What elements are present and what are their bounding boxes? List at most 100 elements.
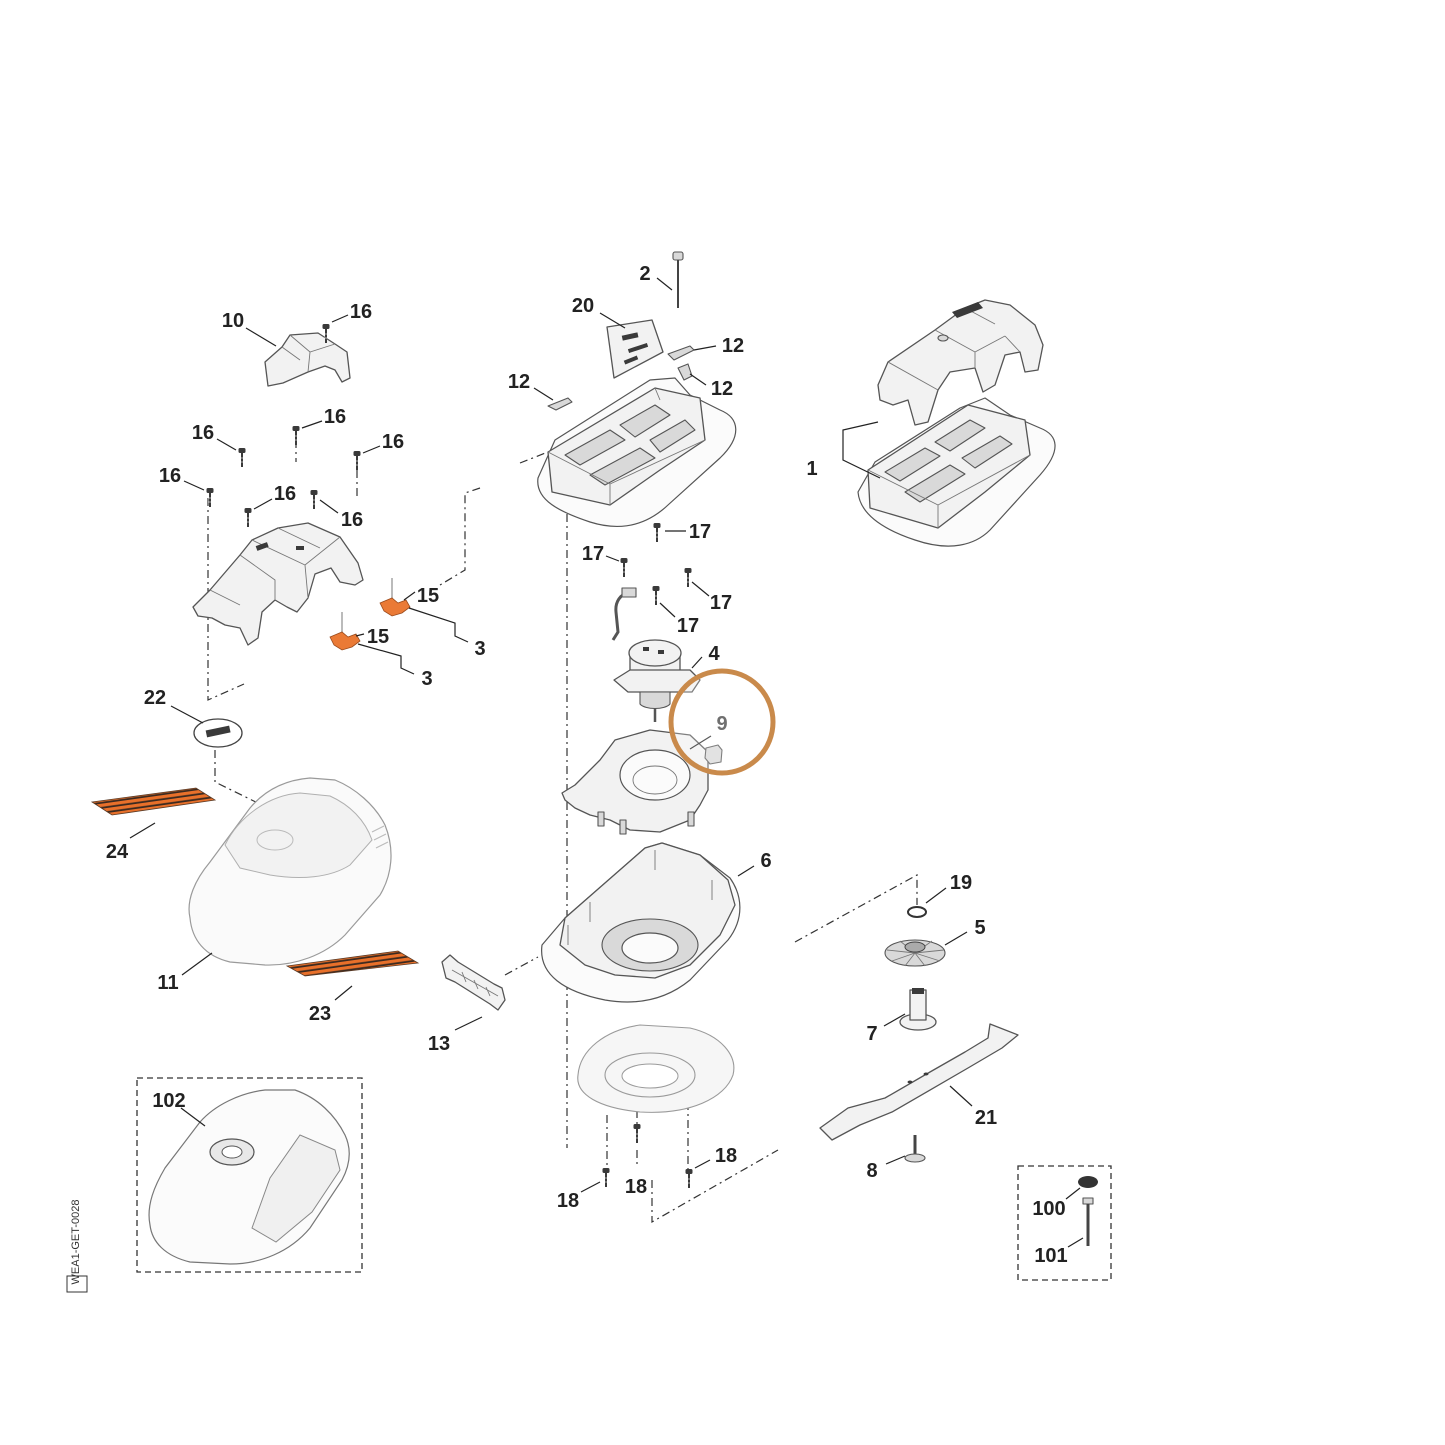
leader	[334, 985, 353, 1001]
part-12-clip	[547, 397, 573, 411]
motor-housing-leg	[619, 819, 627, 835]
axis-line-bracket	[504, 956, 539, 976]
callout-21[interactable]: 21	[975, 1107, 997, 1129]
top-housing	[537, 377, 737, 527]
part-18-screw	[632, 1123, 642, 1144]
callout-16[interactable]: 16	[382, 431, 404, 453]
callout-16[interactable]: 16	[192, 422, 214, 444]
part-16-screw	[291, 425, 301, 446]
callout-12[interactable]: 12	[508, 371, 530, 393]
leader	[599, 312, 626, 329]
callout-20[interactable]: 20	[572, 295, 594, 317]
part-2-pin	[672, 251, 684, 308]
callout-101[interactable]: 101	[1034, 1245, 1067, 1267]
callout-7[interactable]: 7	[866, 1023, 877, 1045]
callout-12[interactable]: 12	[711, 378, 733, 400]
callout-13[interactable]: 13	[428, 1033, 450, 1055]
callout-6[interactable]: 6	[760, 850, 771, 872]
part-5-fan	[884, 939, 946, 967]
leader-part-1	[842, 421, 881, 479]
axis-line-frame	[439, 487, 481, 586]
callout-23[interactable]: 23	[309, 1003, 331, 1025]
part-18-screw	[684, 1168, 694, 1189]
part-16-screw	[237, 447, 247, 468]
panel-marking	[623, 355, 639, 365]
motor-housing	[561, 729, 709, 835]
callout-16[interactable]: 16	[274, 483, 296, 505]
selected-part-highlight-ring[interactable]	[668, 668, 776, 776]
lower-tray-compartment	[961, 435, 1013, 469]
callout-10[interactable]: 10	[222, 310, 244, 332]
frame-detail	[209, 527, 341, 606]
bracket-13-rungs	[451, 969, 499, 997]
leader	[355, 633, 365, 637]
callout-18[interactable]: 18	[715, 1145, 737, 1167]
callout-16[interactable]: 16	[341, 509, 363, 531]
callout-17[interactable]: 17	[582, 543, 604, 565]
leader	[216, 438, 237, 451]
callout-1[interactable]: 1	[806, 458, 817, 480]
bracket-body	[264, 332, 351, 387]
part-16-screw	[309, 489, 319, 510]
wire	[611, 590, 631, 641]
part-10-bracket	[264, 332, 351, 387]
callout-12[interactable]: 12	[722, 335, 744, 357]
callout-18[interactable]: 18	[625, 1176, 647, 1198]
callout-22[interactable]: 22	[144, 687, 166, 709]
axis-line-badge	[214, 750, 269, 809]
callout-17[interactable]: 17	[689, 521, 711, 543]
leader	[253, 498, 273, 510]
part-17-screw	[619, 557, 629, 578]
leader	[737, 865, 755, 877]
callout-102[interactable]: 102	[152, 1090, 185, 1112]
callout-16[interactable]: 16	[324, 406, 346, 428]
callout-100[interactable]: 100	[1032, 1198, 1065, 1220]
part-23-sticker	[285, 950, 420, 977]
leader	[362, 445, 381, 454]
adapter-body	[909, 989, 927, 1021]
upper-cover-hole	[937, 334, 949, 342]
motor-lower-body	[639, 691, 671, 710]
part-100-washer	[1078, 1176, 1098, 1188]
part-16-screw	[352, 450, 362, 471]
leader	[403, 591, 416, 601]
leader	[245, 327, 277, 347]
callout-18[interactable]: 18	[557, 1190, 579, 1212]
callout-2[interactable]: 2	[639, 263, 650, 285]
callout-3[interactable]: 3	[421, 668, 432, 690]
callout-4[interactable]: 4	[708, 643, 720, 665]
part-4-motor	[613, 639, 701, 722]
callout-16[interactable]: 16	[350, 301, 372, 323]
leader	[533, 387, 554, 401]
blade-hole	[907, 1080, 913, 1084]
callout-19[interactable]: 19	[950, 872, 972, 894]
lower-tray-compartment	[904, 464, 966, 503]
callout-15[interactable]: 15	[367, 626, 389, 648]
callout-17[interactable]: 17	[710, 592, 732, 614]
part-15-clip	[379, 578, 411, 617]
upper-cover-logo-strip	[952, 302, 983, 318]
callout-9-highlighted[interactable]: 9	[716, 713, 727, 735]
cover-side-vents	[371, 825, 389, 849]
fan-hub	[904, 941, 926, 953]
part-9-component	[704, 744, 723, 765]
clip-body	[379, 597, 411, 617]
part-17-screw	[651, 585, 661, 606]
leader-part-3	[408, 607, 469, 643]
leader	[883, 1013, 906, 1027]
callout-11[interactable]: 11	[157, 972, 178, 994]
callout-17[interactable]: 17	[677, 615, 699, 637]
callout-24[interactable]: 24	[106, 841, 129, 863]
callout-8[interactable]: 8	[866, 1160, 877, 1182]
callout-3[interactable]: 3	[474, 638, 485, 660]
leader	[659, 602, 676, 618]
part-16-screw	[243, 507, 253, 528]
callout-16[interactable]: 16	[159, 465, 181, 487]
variant-box-100-101	[1017, 1165, 1112, 1281]
lower-housing-posts	[567, 850, 713, 945]
frame-mark	[296, 546, 304, 550]
callout-5[interactable]: 5	[974, 917, 985, 939]
callout-15[interactable]: 15	[417, 585, 439, 607]
bolt-101-head	[1082, 1197, 1094, 1205]
wire-harness	[611, 587, 637, 641]
